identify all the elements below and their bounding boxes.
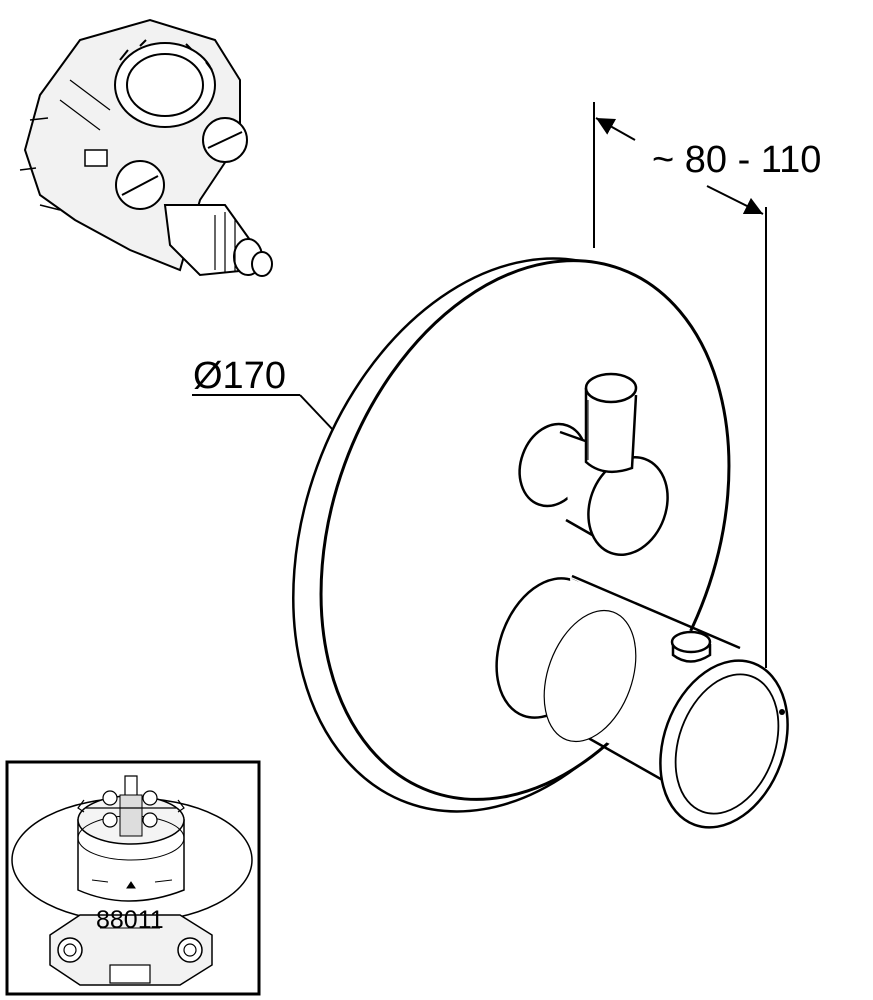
inset-rough-in-body [11,775,253,986]
valve-body-illustration [19,18,273,277]
diverter-handle [518,372,669,556]
inset-article-number: 88011 [96,906,164,934]
diameter-dimension-label: Ø170 [193,355,286,397]
projection-dimension [593,102,767,668]
projection-dimension-label: ~ 80 - 110 [652,139,821,181]
thermostat-knob [495,574,789,829]
